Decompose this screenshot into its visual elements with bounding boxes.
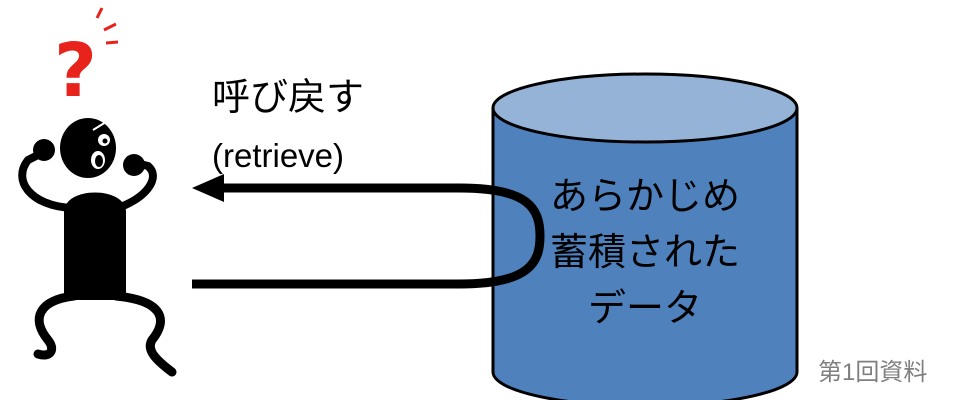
footer-label: 第1回資料 bbox=[818, 359, 928, 386]
retrieve-arrow bbox=[192, 174, 545, 289]
database-top bbox=[491, 72, 799, 144]
retrieve-arrow-line bbox=[192, 183, 545, 289]
arrow-head-icon bbox=[192, 174, 224, 202]
emphasis-line-icon bbox=[105, 40, 119, 45]
database-body bbox=[491, 108, 799, 400]
database-label-line: データ bbox=[587, 286, 702, 330]
retrieve-label-ja: 呼び戻す bbox=[212, 75, 365, 119]
database-label-line: あらかじめ bbox=[549, 174, 740, 218]
emphasis-line-icon bbox=[103, 22, 117, 32]
question-mark-icon: ? bbox=[54, 7, 119, 114]
question-mark-glyph: ? bbox=[54, 28, 97, 114]
database-cylinder-icon bbox=[491, 72, 799, 400]
database-label: あらかじめ 蓄積された データ bbox=[510, 168, 780, 336]
confused-person-icon bbox=[18, 118, 177, 377]
emphasis-line-icon bbox=[95, 7, 104, 19]
database-label-line: 蓄積された bbox=[549, 230, 740, 274]
retrieve-label-en: (retrieve) bbox=[212, 137, 345, 174]
